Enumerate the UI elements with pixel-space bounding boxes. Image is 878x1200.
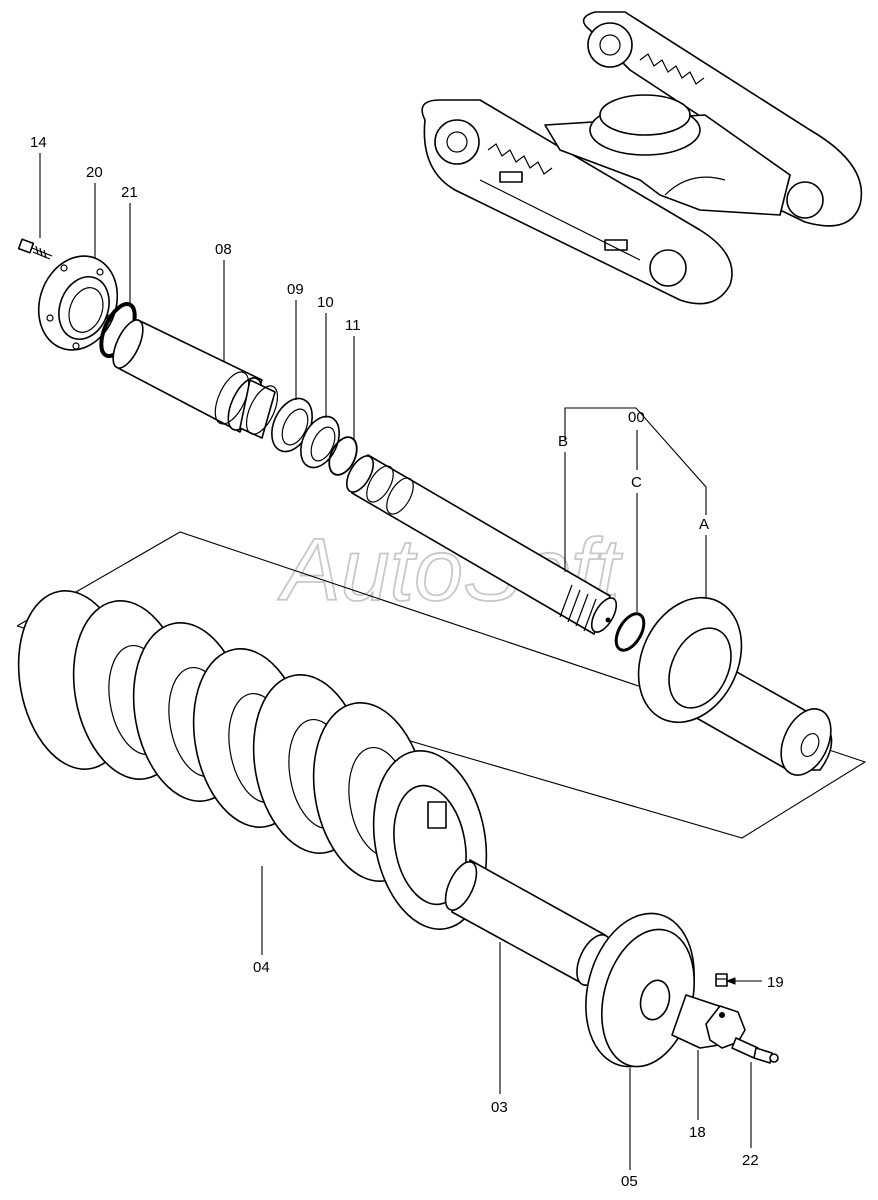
- part-20-flange: [37, 255, 119, 351]
- part-19-plug: [715, 973, 728, 987]
- label-14: 14: [30, 134, 47, 151]
- part-18-nut: [671, 994, 746, 1049]
- label-B: B: [558, 433, 568, 450]
- label-09: 09: [287, 281, 304, 298]
- label-20: 20: [86, 164, 103, 181]
- undercarriage-overview: [421, 11, 863, 305]
- label-19: 19: [767, 974, 784, 991]
- label-11: 11: [345, 317, 361, 334]
- label-C: C: [631, 474, 642, 491]
- part-08-cylinder: [112, 319, 279, 439]
- part-00-c-o-ring: [614, 612, 646, 652]
- part-14-bolt: [17, 238, 53, 260]
- part-00-piston-rod: [345, 454, 618, 635]
- label-00: 00: [628, 409, 645, 426]
- leader-lines: [39, 153, 762, 1170]
- label-18: 18: [689, 1124, 706, 1141]
- assembly-frame: [16, 531, 867, 839]
- part-05-bracket-disc: [585, 912, 696, 1068]
- label-A: A: [699, 516, 709, 533]
- part-22-grease-fitting: [731, 1037, 779, 1064]
- label-05: 05: [621, 1173, 638, 1190]
- label-21: 21: [121, 184, 138, 201]
- label-22: 22: [742, 1152, 759, 1169]
- label-03: 03: [491, 1099, 508, 1116]
- label-10: 10: [317, 294, 334, 311]
- label-08: 08: [215, 241, 232, 258]
- part-labels: 14 20 21 08 09 10 11 00 B C A 04 03 05 1…: [30, 134, 784, 1190]
- label-04: 04: [253, 959, 270, 976]
- part-00-a-cylinder-body: [637, 596, 833, 776]
- part-10-ring: [300, 415, 340, 469]
- part-11-snap-ring: [328, 436, 358, 476]
- part-04-coil-spring: [17, 590, 488, 930]
